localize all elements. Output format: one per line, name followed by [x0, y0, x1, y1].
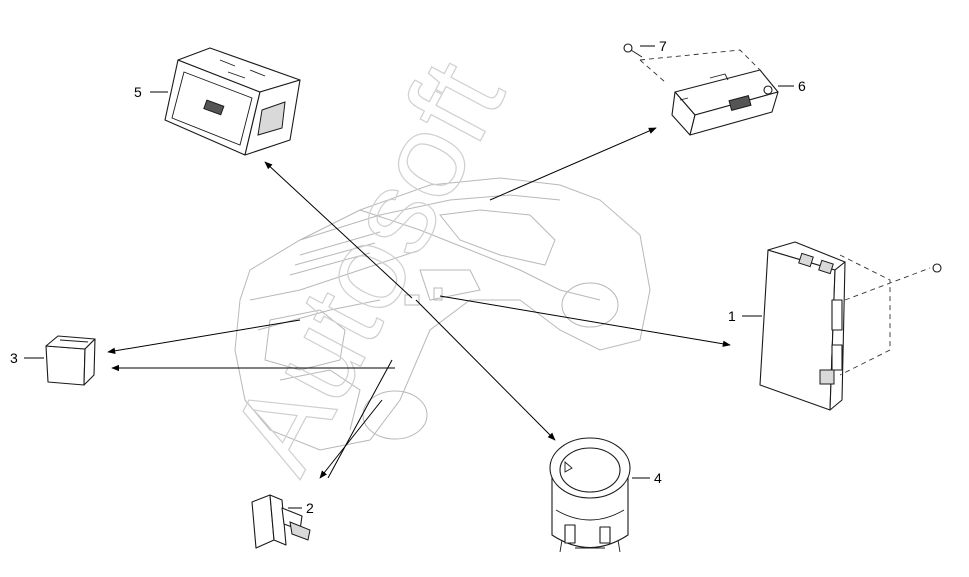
part-3-switch: [45, 335, 96, 386]
part-7-screw: [623, 43, 643, 58]
part-5-usb-module: [164, 47, 301, 156]
callout-4: 4: [654, 470, 662, 486]
arrow-to-part-4: [415, 299, 556, 441]
arrow-to-part-3-a: [107, 319, 301, 354]
callout-2: 2: [306, 500, 314, 516]
callout-7: 7: [659, 38, 667, 54]
callout-1: 1: [728, 308, 736, 324]
part-1-control-module: [759, 241, 942, 411]
callout-3: 3: [10, 350, 18, 366]
location-arrows: [107, 127, 731, 479]
arrow-to-part-2-a: [319, 399, 383, 479]
arrow-to-part-1: [439, 295, 731, 347]
vehicle-outline: [234, 177, 651, 451]
arrow-to-part-2-b: [327, 359, 393, 479]
part-4-push-switch: [549, 437, 631, 553]
part-2-socket: [251, 494, 311, 549]
arrow-to-part-6: [489, 127, 657, 201]
callout-5: 5: [134, 84, 142, 100]
arrow-to-part-5: [264, 161, 413, 299]
callout-6: 6: [798, 78, 806, 94]
part-6-bracket-module: [639, 49, 779, 136]
